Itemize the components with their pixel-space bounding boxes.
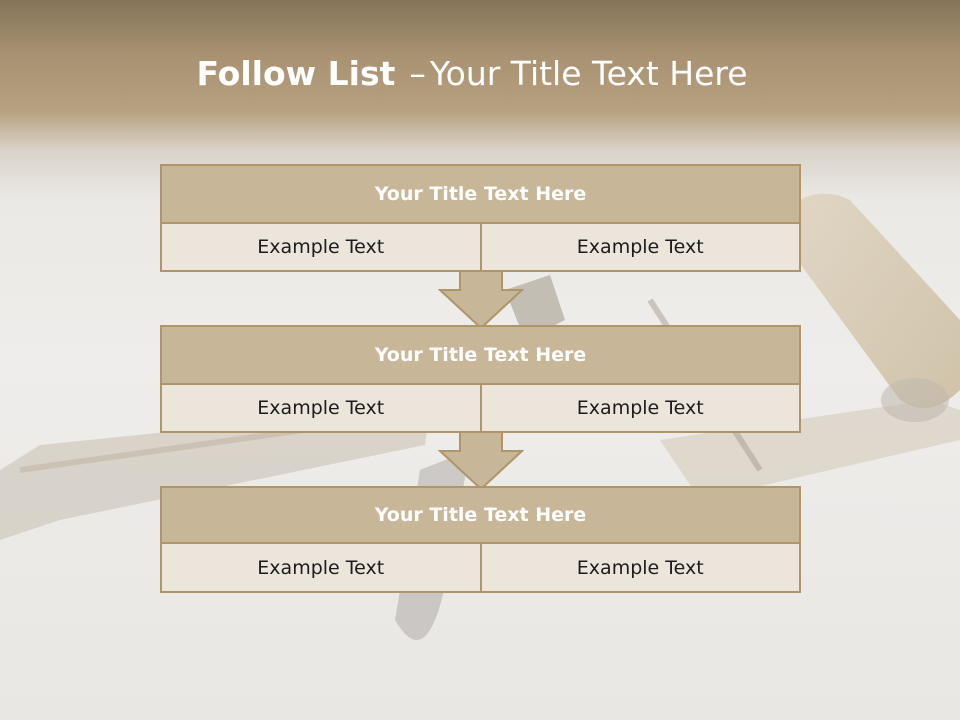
step-row: Example Text Example Text (162, 385, 799, 431)
step-title: Your Title Text Here (162, 488, 799, 544)
step-cell-right: Example Text (479, 385, 799, 431)
step-box-3: Your Title Text Here Example Text Exampl… (160, 486, 801, 593)
step-cell-right: Example Text (479, 544, 799, 591)
down-arrow-icon (438, 431, 524, 491)
step-title: Your Title Text Here (162, 327, 799, 385)
step-row: Example Text Example Text (162, 224, 799, 270)
slide-title-rest: Your Title Text Here (429, 54, 748, 93)
step-cell-left: Example Text (162, 544, 480, 591)
slide-title-dash: – (409, 54, 426, 93)
step-cell-left: Example Text (162, 224, 480, 270)
step-box-2: Your Title Text Here Example Text Exampl… (160, 325, 801, 433)
step-cell-left: Example Text (162, 385, 480, 431)
slide-title-bold: Follow List (196, 54, 396, 93)
step-box-1: Your Title Text Here Example Text Exampl… (160, 164, 801, 272)
down-arrow-icon (438, 270, 524, 330)
step-title: Your Title Text Here (162, 166, 799, 224)
step-row: Example Text Example Text (162, 544, 799, 591)
slide-title: Follow List–Your Title Text Here (0, 54, 944, 93)
step-cell-right: Example Text (479, 224, 799, 270)
